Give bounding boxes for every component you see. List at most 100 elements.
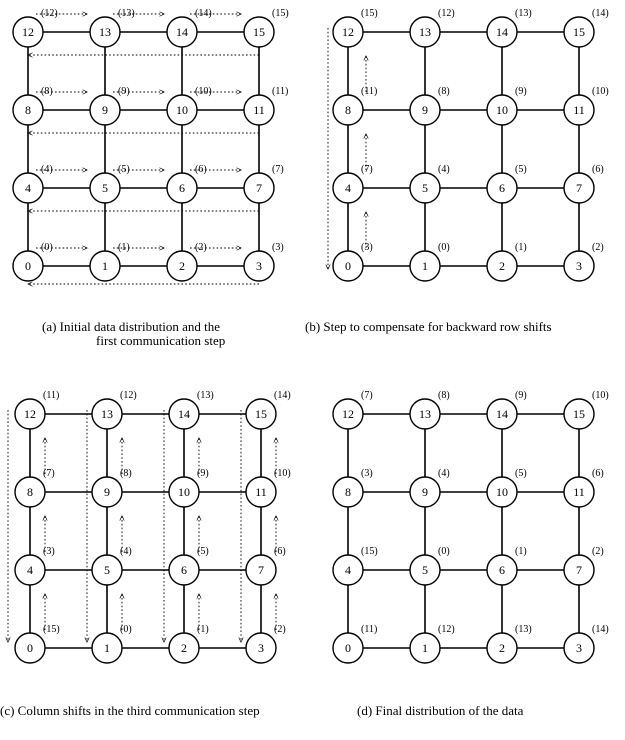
node-label: 2 (499, 259, 505, 273)
node-circle (486, 250, 518, 282)
data-tag: (11) (43, 390, 59, 401)
mesh-node: 4 (332, 554, 364, 586)
node-circle (14, 476, 46, 508)
node-label: 15 (253, 25, 265, 39)
mesh-node: 2 (486, 632, 518, 664)
node-circle (332, 94, 364, 126)
data-tag: (9) (515, 390, 527, 401)
mesh-node: 1 (409, 250, 441, 282)
node-label: 2 (181, 641, 187, 655)
data-tag: (12) (41, 8, 58, 19)
node-label: 8 (345, 103, 351, 117)
mesh-node: 14 (486, 16, 518, 48)
node-label: 6 (179, 181, 185, 195)
mesh-node: 15 (245, 398, 277, 430)
mesh-node: 2 (486, 250, 518, 282)
mesh-node: 0 (332, 250, 364, 282)
node-label: 15 (573, 25, 585, 39)
node-label: 3 (256, 259, 262, 273)
data-tag: (2) (592, 242, 604, 253)
data-tag: (6) (274, 546, 286, 557)
mesh-node: 15 (243, 16, 275, 48)
data-tag: (13) (197, 390, 214, 401)
node-circle (409, 398, 441, 430)
node-label: 10 (496, 485, 508, 499)
node-label: 5 (422, 181, 428, 195)
mesh-node: 6 (166, 172, 198, 204)
mesh-node: 11 (243, 94, 275, 126)
data-tag: (3) (361, 468, 373, 479)
mesh-node: 2 (168, 632, 200, 664)
node-label: 14 (178, 407, 190, 421)
data-tag: (2) (592, 546, 604, 557)
mesh-node: 11 (245, 476, 277, 508)
node-circle (168, 476, 200, 508)
node-circle (486, 172, 518, 204)
mesh-node: 3 (243, 250, 275, 282)
mesh-node: 13 (91, 398, 123, 430)
panel-d: 0(11)1(12)2(13)3(14)4(15)5(0)6(1)7(2)8(3… (332, 390, 609, 718)
panel-caption: first communication step (96, 333, 225, 348)
node-circle (14, 632, 46, 664)
mesh-node: 10 (486, 476, 518, 508)
node-label: 3 (576, 259, 582, 273)
node-label: 7 (258, 563, 264, 577)
node-circle (89, 16, 121, 48)
data-tag: (13) (118, 8, 135, 19)
data-tag: (0) (41, 242, 53, 253)
mesh-node: 15 (563, 398, 595, 430)
node-label: 11 (573, 485, 585, 499)
mesh-node: 12 (332, 398, 364, 430)
mesh-node: 0 (12, 250, 44, 282)
data-tag: (3) (272, 242, 284, 253)
mesh-node: 14 (486, 398, 518, 430)
mesh-node: 10 (168, 476, 200, 508)
data-tag: (8) (438, 86, 450, 97)
node-circle (486, 94, 518, 126)
node-label: 3 (258, 641, 264, 655)
data-tag: (4) (438, 468, 450, 479)
mesh-node: 13 (89, 16, 121, 48)
node-circle (243, 94, 275, 126)
data-tag: (11) (361, 86, 377, 97)
mesh-node: 0 (332, 632, 364, 664)
node-circle (563, 172, 595, 204)
data-tag: (14) (592, 8, 609, 19)
panel-caption: (d) Final distribution of the data (357, 703, 524, 718)
node-label: 6 (499, 181, 505, 195)
node-label: 14 (496, 407, 508, 421)
data-tag: (7) (43, 468, 55, 479)
mesh-node: 15 (563, 16, 595, 48)
node-circle (409, 250, 441, 282)
data-tag: (15) (361, 546, 378, 557)
node-label: 14 (496, 25, 508, 39)
node-label: 11 (573, 103, 585, 117)
node-label: 2 (499, 641, 505, 655)
mesh-node: 8 (12, 94, 44, 126)
node-circle (332, 398, 364, 430)
mesh-node: 6 (486, 554, 518, 586)
node-circle (168, 398, 200, 430)
node-label: 12 (342, 407, 354, 421)
node-circle (409, 476, 441, 508)
node-label: 0 (345, 259, 351, 273)
node-circle (89, 172, 121, 204)
node-label: 15 (255, 407, 267, 421)
mesh-node: 4 (14, 554, 46, 586)
node-circle (486, 476, 518, 508)
data-tag: (4) (120, 546, 132, 557)
node-label: 9 (422, 485, 428, 499)
data-tag: (14) (195, 8, 212, 19)
node-label: 15 (573, 407, 585, 421)
data-tag: (6) (592, 164, 604, 175)
node-label: 2 (179, 259, 185, 273)
node-circle (486, 632, 518, 664)
node-circle (486, 398, 518, 430)
node-label: 4 (27, 563, 33, 577)
node-circle (91, 398, 123, 430)
node-label: 3 (576, 641, 582, 655)
node-label: 4 (345, 563, 351, 577)
node-circle (166, 250, 198, 282)
mesh-node: 3 (245, 632, 277, 664)
